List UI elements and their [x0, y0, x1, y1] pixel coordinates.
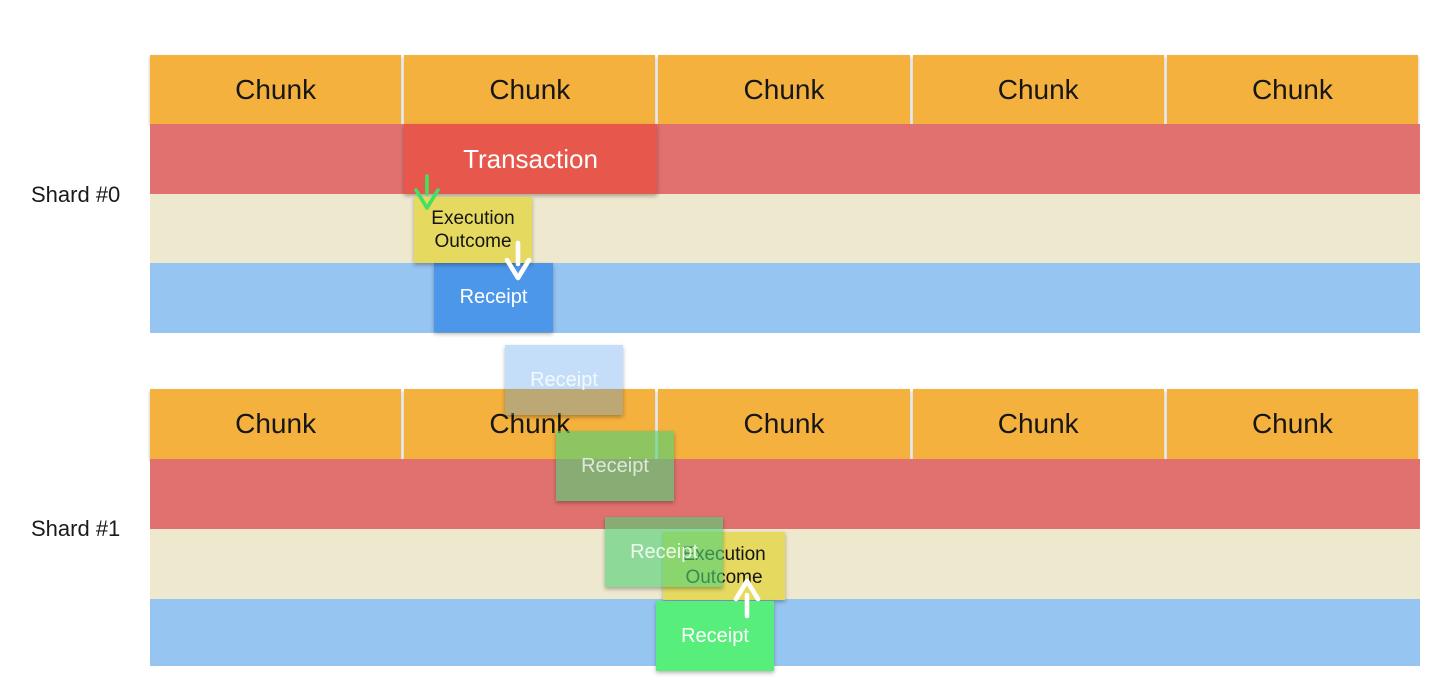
shard0-chunk-4: Chunk [912, 55, 1164, 124]
shard0-outcomes-band [150, 194, 1420, 263]
shard1-chunk-5: Chunk [1166, 389, 1419, 459]
shard0-chunk-1: Chunk [150, 55, 402, 124]
shard0-transactions-band [150, 124, 1420, 194]
transaction-box: Transaction [404, 124, 657, 194]
shard0-chunk-2: Chunk [404, 55, 656, 124]
receipt-in-transit-box-2: Receipt [556, 431, 674, 501]
shard1-chunk-1: Chunk [150, 389, 402, 459]
shard0-label: Shard #0 [31, 182, 121, 207]
shard1-label: Shard #1 [31, 516, 121, 541]
shard1-chunk-row: Chunk Chunk Chunk Chunk Chunk [150, 389, 1419, 459]
shard1-transactions-band [150, 459, 1420, 529]
shard0-execution-outcome-label: Execution Outcome [431, 208, 515, 252]
shard1-outcomes-band [150, 529, 1420, 599]
shard0-receipt-box: Receipt [434, 263, 553, 332]
shard1-receipts-band [150, 599, 1420, 666]
shard1-receipt-box: Receipt [656, 601, 774, 671]
shard1-chunk-2: Chunk [404, 389, 656, 459]
receipt-in-transit-box-1: Receipt [505, 345, 623, 415]
shard1-chunk-4: Chunk [912, 389, 1164, 459]
shard1-chunk-3: Chunk [658, 389, 910, 459]
shard0-execution-outcome-box: Execution Outcome [414, 197, 532, 263]
shard0-chunk-3: Chunk [658, 55, 910, 124]
shard0-chunk-5: Chunk [1166, 55, 1419, 124]
shard0-receipts-band [150, 263, 1420, 333]
receipt-in-transit-box-3: Receipt [605, 517, 723, 587]
shard0-chunk-row: Chunk Chunk Chunk Chunk Chunk [150, 55, 1419, 124]
